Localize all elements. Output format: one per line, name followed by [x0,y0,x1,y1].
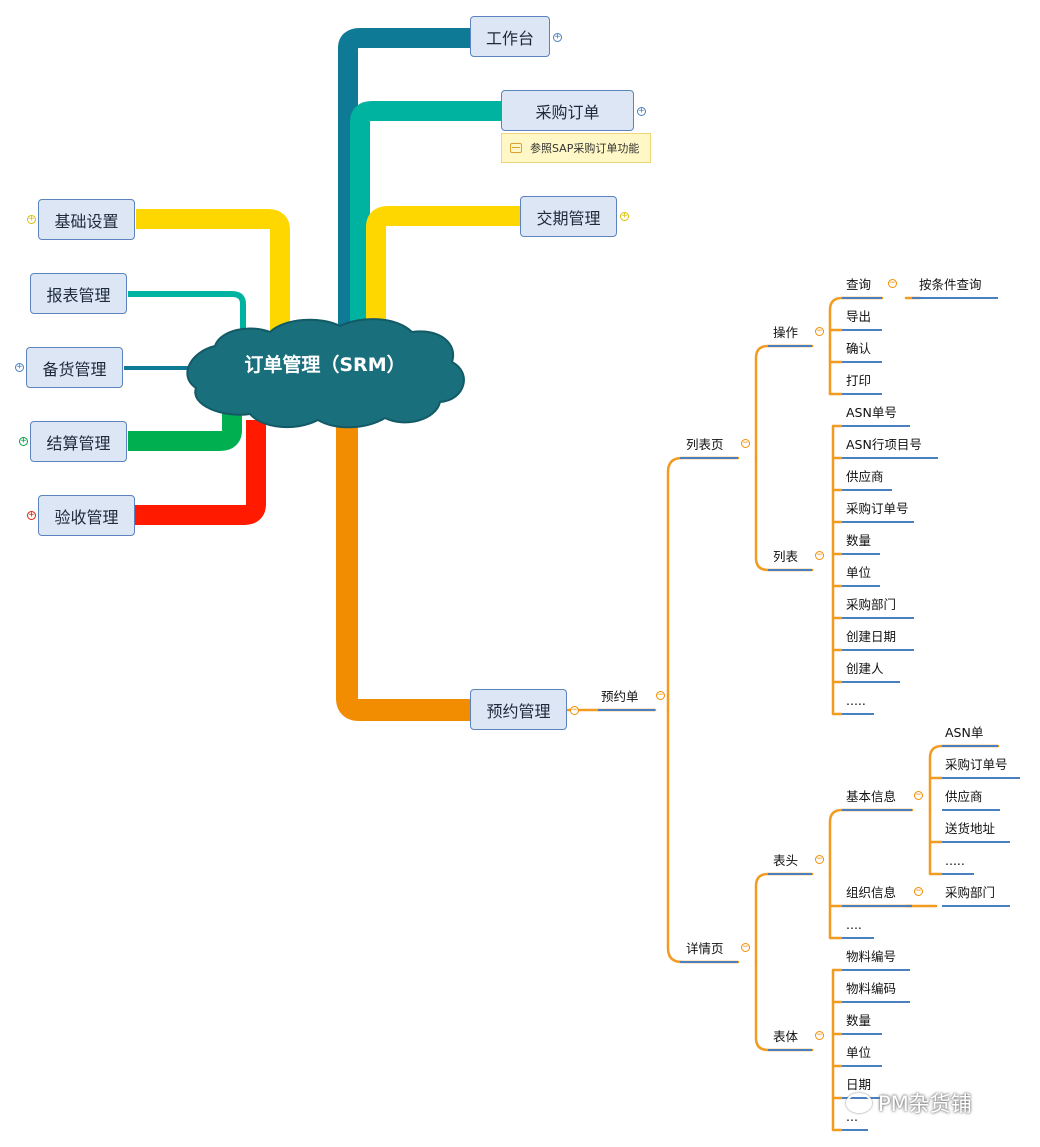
collapse-header-icon[interactable]: − [815,854,824,864]
node-list-item[interactable]: 采购部门 [846,597,897,612]
node-header[interactable]: 表头 [773,853,799,868]
branch-report [128,291,246,340]
expand-acceptance-icon[interactable]: + [27,510,36,520]
expand-delivery-icon[interactable]: + [620,211,629,221]
collapse-org-info-icon[interactable]: − [914,886,923,896]
node-list-item[interactable]: 供应商 [846,469,884,484]
node-header-more[interactable]: .... [846,917,862,932]
expand-settlement-icon[interactable]: + [19,436,28,446]
topic-basic-settings[interactable]: 基础设置 [38,199,135,240]
node-basic-info[interactable]: 基本信息 [846,789,897,804]
branch-workbench [338,28,470,330]
node-basic-item[interactable]: 供应商 [945,789,983,804]
node-body-item[interactable]: 日期 [846,1077,872,1092]
node-basic-item[interactable]: 采购订单号 [945,757,1008,772]
central-topic-label[interactable]: 订单管理（SRM） [244,354,406,376]
node-basic-item[interactable]: ..... [945,853,965,868]
node-list-item[interactable]: 采购订单号 [846,501,909,516]
node-list-item[interactable]: ..... [846,693,866,708]
collapse-list-icon[interactable]: − [815,550,824,560]
node-body-item[interactable]: 物料编码 [846,981,897,996]
topic-report[interactable]: 报表管理 [30,273,127,314]
node-basic-item[interactable]: ASN单 [945,725,984,740]
node-list-item[interactable]: 创建人 [846,661,884,676]
node-body-item[interactable]: 数量 [846,1013,872,1028]
collapse-appointment-icon[interactable]: − [570,705,579,715]
node-org-info[interactable]: 组织信息 [846,885,897,900]
node-detail-page[interactable]: 详情页 [686,941,724,956]
wechat-icon [846,1093,872,1113]
branch-delivery [366,206,520,330]
expand-workbench-icon[interactable]: + [553,32,562,42]
expand-stock-icon[interactable]: + [15,362,24,372]
node-list-item[interactable]: ASN单号 [846,405,897,420]
central-cloud [186,318,465,429]
node-op-export[interactable]: 导出 [846,309,872,324]
topic-delivery[interactable]: 交期管理 [520,196,617,237]
node-list-item[interactable]: 创建日期 [846,629,897,644]
node-operations[interactable]: 操作 [773,325,799,340]
node-list-item[interactable]: 单位 [846,565,872,580]
note-icon [510,143,522,153]
note-text: 参照SAP采购订单功能 [530,142,640,155]
topic-acceptance[interactable]: 验收管理 [38,495,135,536]
node-list-item[interactable]: 数量 [846,533,872,548]
branch-appointment [336,410,470,721]
node-op-confirm[interactable]: 确认 [846,341,872,356]
node-query-by-condition[interactable]: 按条件查询 [919,277,982,292]
node-body-item[interactable]: 单位 [846,1045,872,1060]
topic-settlement[interactable]: 结算管理 [30,421,127,462]
branch-acceptance [135,420,266,525]
node-body-item[interactable]: ... [846,1109,858,1124]
topic-workbench[interactable]: 工作台 [470,16,550,57]
collapse-operations-icon[interactable]: − [815,326,824,336]
collapse-basic-info-icon[interactable]: − [914,790,923,800]
watermark-text: PM杂货铺 [878,1092,972,1116]
node-list-item[interactable]: ASN行项目号 [846,437,922,452]
node-body-item[interactable]: 物料编号 [846,949,897,964]
collapse-booking-icon[interactable]: − [656,690,665,700]
expand-basic-settings-icon[interactable]: + [27,214,36,224]
collapse-body-icon[interactable]: − [815,1030,824,1040]
note-purchase-order[interactable]: 参照SAP采购订单功能 [501,133,651,163]
watermark: PM杂货铺 [846,1088,972,1118]
topic-purchase-order[interactable]: 采购订单 [501,90,634,131]
collapse-query-icon[interactable]: − [888,278,897,288]
collapse-list-page-icon[interactable]: − [741,438,750,448]
branch-basic-settings [136,209,290,340]
node-basic-item[interactable]: 送货地址 [945,821,996,836]
topic-appointment[interactable]: 预约管理 [470,689,567,730]
node-op-query[interactable]: 查询 [846,277,872,292]
collapse-detail-page-icon[interactable]: − [741,942,750,952]
node-booking[interactable]: 预约单 [601,689,639,704]
branch-settlement [128,395,242,451]
node-list-page[interactable]: 列表页 [686,437,724,452]
node-list[interactable]: 列表 [773,549,799,564]
node-op-print[interactable]: 打印 [846,373,872,388]
branch-purchase-order [350,101,502,330]
node-org-dept[interactable]: 采购部门 [945,885,996,900]
expand-purchase-order-icon[interactable]: + [637,106,646,116]
topic-stock[interactable]: 备货管理 [26,347,123,388]
node-body[interactable]: 表体 [773,1029,799,1044]
